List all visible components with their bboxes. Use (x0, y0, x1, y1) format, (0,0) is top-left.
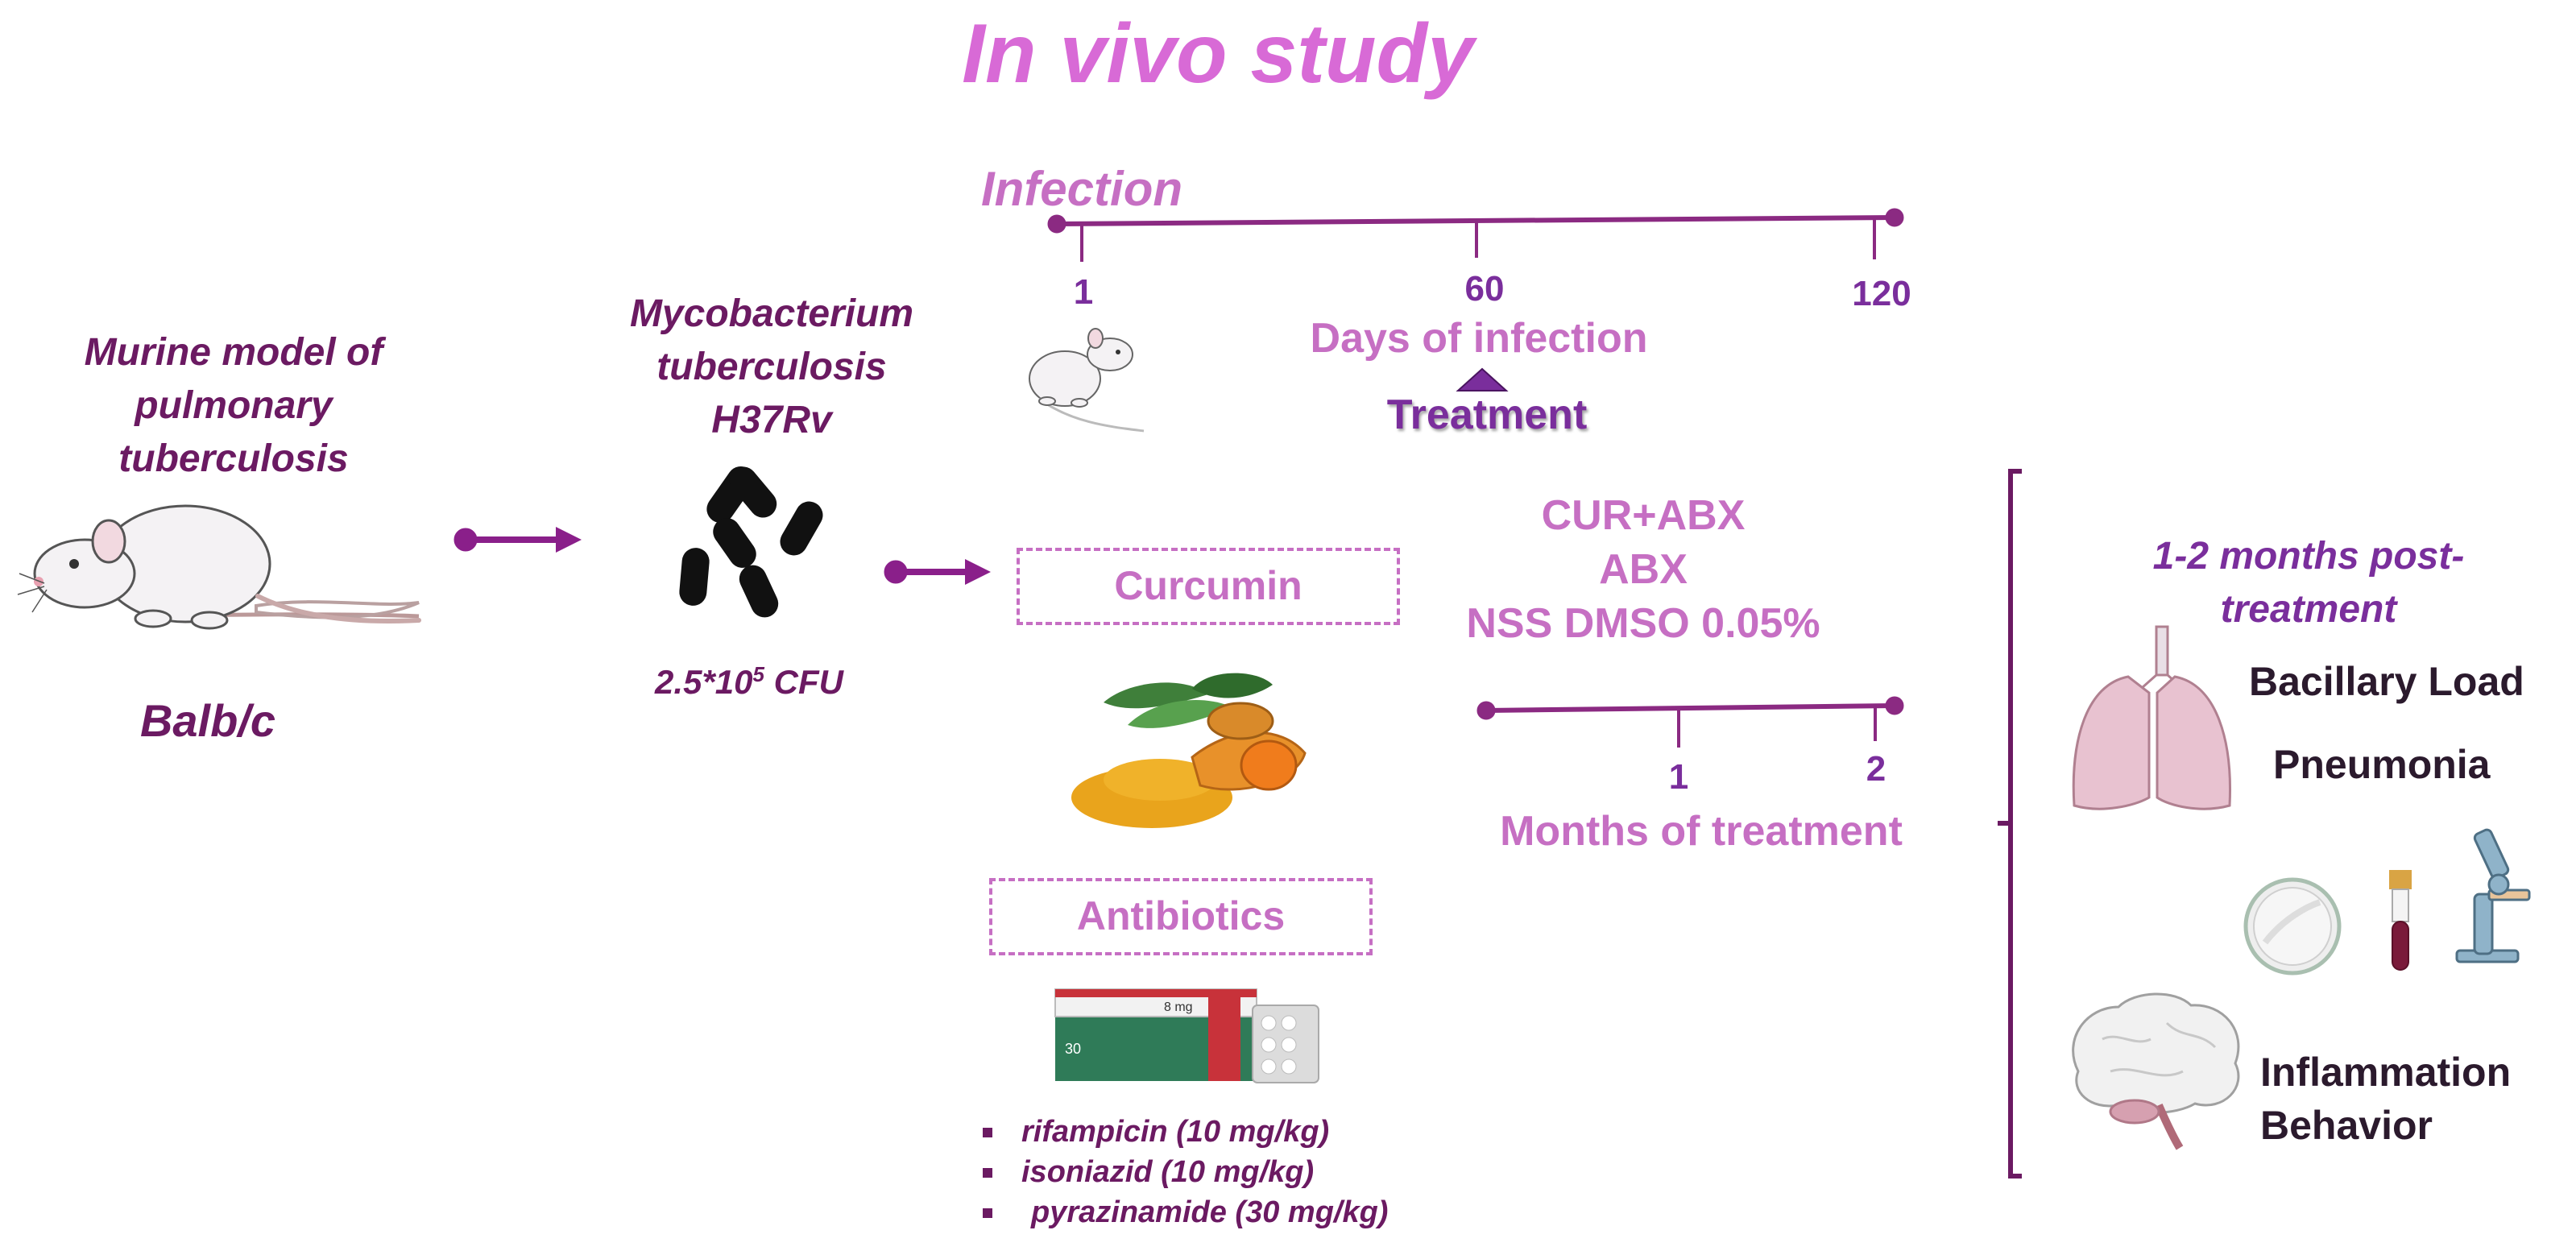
outcomes-header-line: treatment (2220, 588, 2397, 631)
group-label: CUR+ABX (1541, 492, 1746, 539)
treatment-tick-label: 1 (1668, 757, 1689, 797)
model-label-line: Murine model of (84, 331, 383, 374)
bullet-icon (983, 1168, 992, 1178)
treatment-timeline (1476, 696, 1904, 748)
infection-tick-label: 1 (1073, 272, 1094, 312)
blood-tube-icon (2389, 870, 2412, 971)
dose-label: 2.5*105 CFU (655, 662, 843, 702)
microscope-icon (2455, 828, 2531, 963)
infection-axis-label: Days of infection (1310, 315, 1648, 362)
treatment-axis-label: Months of treatment (1500, 808, 1903, 855)
bullet-icon (983, 1128, 992, 1137)
model-label-line: pulmonary (135, 384, 333, 427)
strain-label: Balb/c (139, 695, 276, 746)
lungs-icon (2072, 625, 2231, 810)
infection-tick-label: 120 (1852, 274, 1911, 313)
drug-label: rifampicin (10 mg/kg) (1021, 1115, 1330, 1149)
model-label: Murine model of pulmonary tuberculosis (85, 326, 383, 486)
list-item: isoniazid (10 mg/kg) (976, 1152, 1388, 1192)
drug-list: rifampicin (10 mg/kg) isoniazid (10 mg/k… (976, 1112, 1388, 1232)
dose-unit: CFU (764, 663, 843, 701)
curcumin-box (1017, 548, 1400, 625)
model-label-line: tuberculosis (118, 437, 349, 480)
mouse-icon (17, 504, 421, 630)
bacterium-label-line: tuberculosis (656, 346, 887, 388)
antibiotics-label: Antibiotics (1076, 893, 1286, 938)
pill-box-count: 30 (1065, 1041, 1081, 1057)
drug-label: isoniazid (10 mg/kg) (1021, 1155, 1315, 1189)
pill-box-icon: 30 8 mg (1054, 988, 1319, 1083)
page-title: In vivo study (962, 7, 1474, 101)
antibiotics-box (989, 878, 1373, 955)
group-label: NSS DMSO 0.05% (1466, 600, 1820, 647)
treatment-marker-icon (1456, 367, 1509, 391)
bacteria-icon (679, 466, 823, 618)
outcomes-header-line: 1-2 months post- (2152, 535, 2465, 578)
treatment-tick-label: 2 (1866, 749, 1886, 789)
dose-base: 2.5*10 (655, 663, 753, 701)
mouse-icon (1029, 328, 1145, 433)
outcome-label: Inflammation (2260, 1050, 2512, 1095)
outcome-label: Behavior (2260, 1103, 2433, 1148)
arrow-icon (884, 559, 991, 585)
turmeric-icon (1071, 673, 1307, 828)
curcumin-label: Curcumin (1114, 563, 1302, 608)
dose-exponent: 5 (752, 662, 764, 686)
outcome-label: Pneumonia (2273, 742, 2491, 787)
list-item: rifampicin (10 mg/kg) (976, 1112, 1388, 1152)
list-item: pyrazinamide (30 mg/kg) (976, 1192, 1388, 1232)
treatment-marker-label: Treatment (1386, 391, 1588, 438)
drug-label: pyrazinamide (30 mg/kg) (1031, 1195, 1389, 1229)
petri-dish-icon (2243, 877, 2342, 976)
infection-timeline (1047, 208, 1904, 262)
group-label: ABX (1599, 546, 1688, 593)
pill-box-dose: 8 mg (1164, 1000, 1193, 1014)
bacterium-label-line: H37Rv (711, 399, 832, 441)
infection-tick-label: 60 (1464, 269, 1505, 309)
arrow-icon (453, 527, 582, 553)
outcome-label: Bacillary Load (2249, 659, 2524, 704)
bacterium-label: Mycobacterium tuberculosis H37Rv (630, 288, 913, 447)
outcomes-header: 1-2 months post- treatment (2153, 530, 2465, 636)
brain-icon (2072, 992, 2240, 1150)
outcomes-bracket (1998, 469, 2022, 1179)
infection-title: Infection (981, 162, 1182, 216)
bacterium-label-line: Mycobacterium (629, 292, 914, 335)
bullet-icon (983, 1208, 992, 1218)
